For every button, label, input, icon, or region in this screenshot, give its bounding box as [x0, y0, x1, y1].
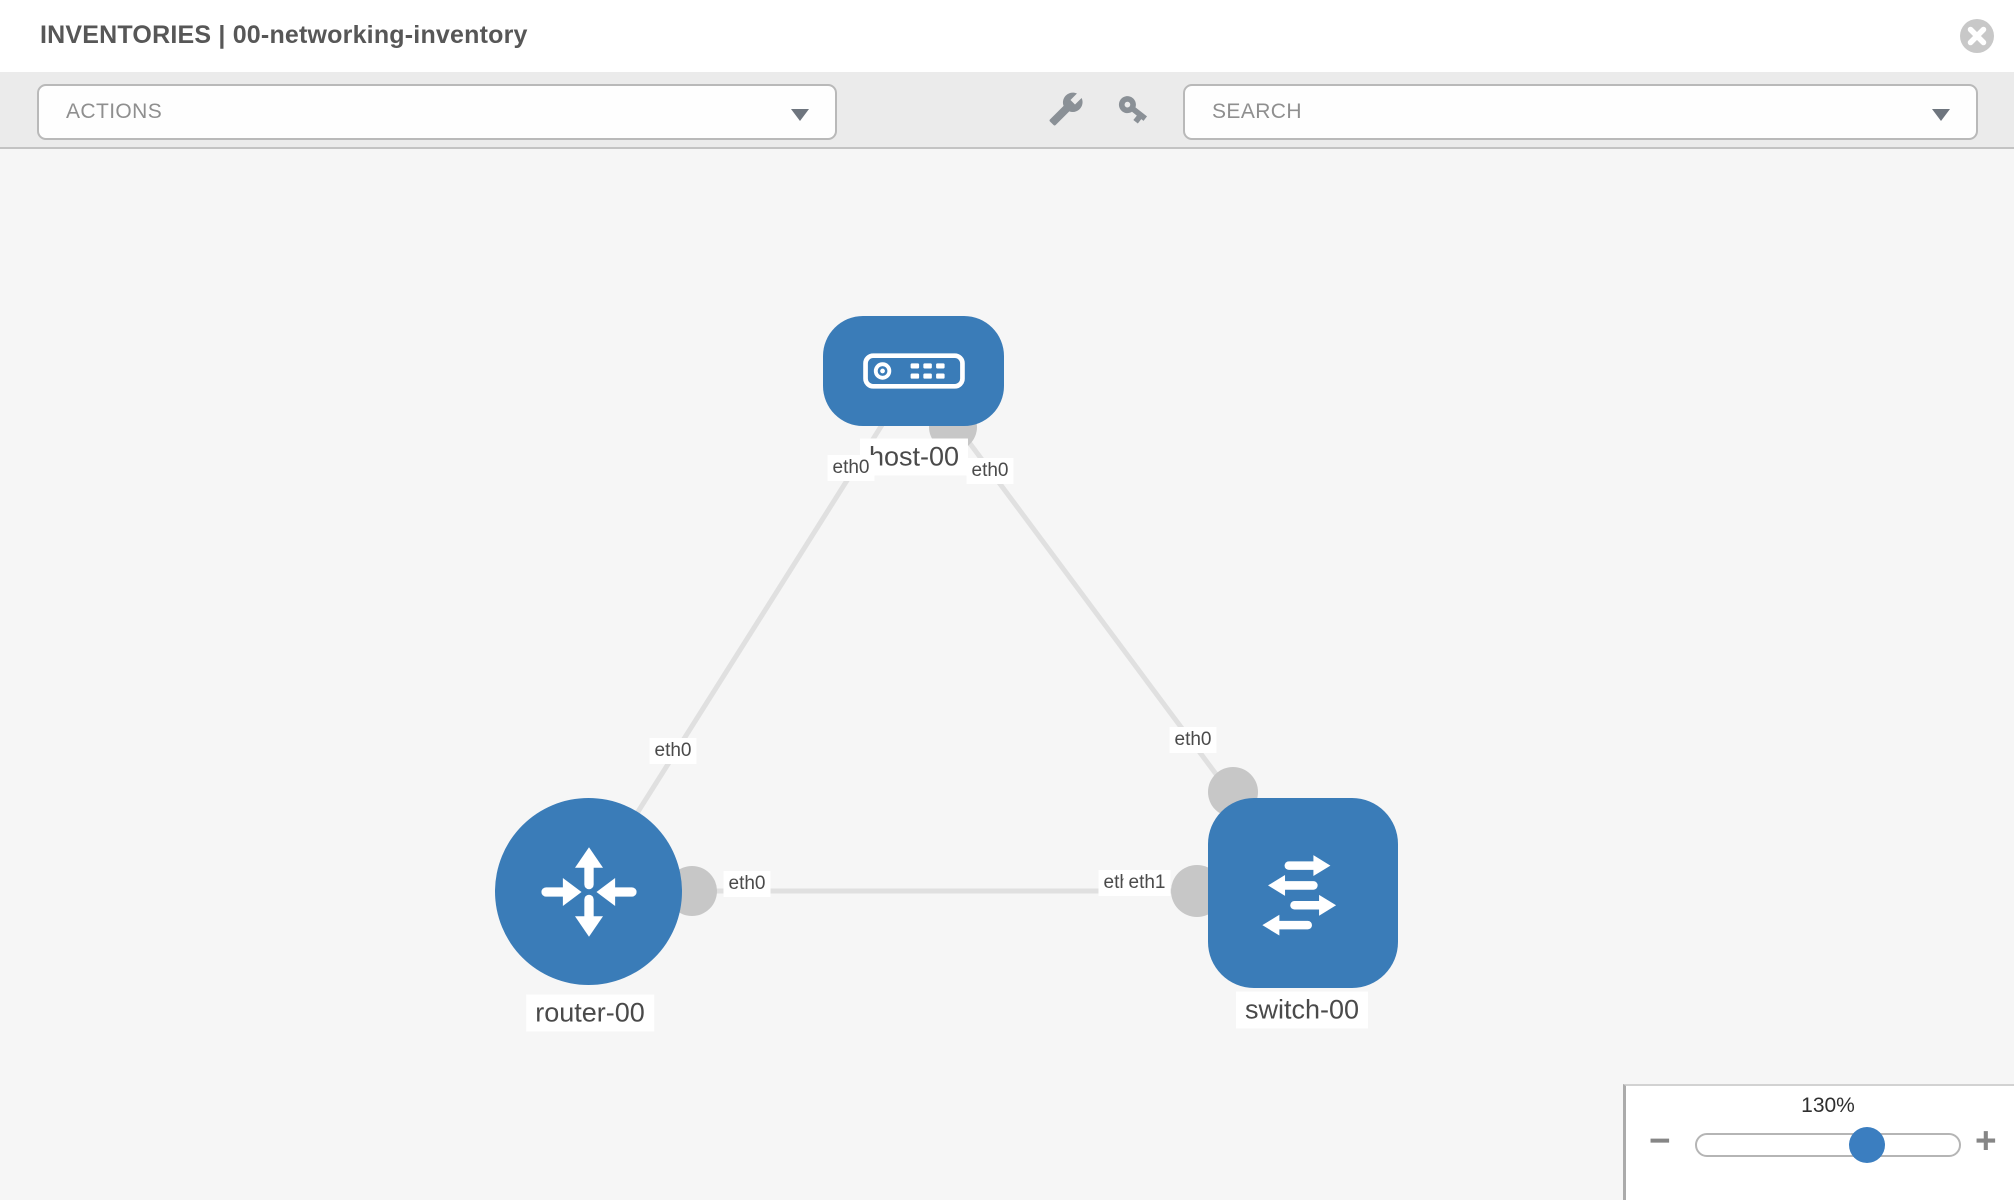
host-icon	[862, 353, 965, 389]
node-label-switch-00: switch-00	[1235, 991, 1369, 1029]
port-label-router-eth0-top: eth0	[649, 738, 697, 764]
close-icon	[1960, 19, 1994, 53]
topology-edges-layer	[585, 369, 1306, 917]
zoom-in-button[interactable]: +	[1975, 1120, 1997, 1161]
router-icon	[540, 846, 637, 937]
zoom-slider-knob[interactable]	[1849, 1127, 1885, 1163]
chevron-down-icon	[791, 109, 809, 121]
wrench-icon	[1049, 92, 1083, 126]
page-title: INVENTORIES | 00-networking-inventory	[40, 21, 528, 49]
node-switch-00[interactable]	[1208, 798, 1398, 988]
port-label-switch-eth1: eth1	[1123, 870, 1171, 896]
search-dropdown[interactable]: SEARCH	[1183, 84, 1978, 140]
port-label-host-eth0-right: eth0	[966, 458, 1014, 484]
node-host-00[interactable]	[823, 316, 1004, 426]
actions-dropdown[interactable]: ACTIONS	[37, 84, 837, 140]
node-router-00[interactable]	[495, 798, 682, 985]
wrench-button[interactable]	[1047, 91, 1085, 129]
port-label-host-eth0-left: eth0	[827, 455, 875, 481]
key-button[interactable]	[1114, 91, 1152, 129]
close-button[interactable]	[1959, 18, 1995, 54]
topology-canvas[interactable]: host-00 router-00 switch-00 eth0 eth0 et…	[0, 149, 2014, 1200]
zoom-level: 130%	[1801, 1094, 1855, 1117]
toolbar: ACTIONS SEARCH	[0, 72, 2014, 149]
zoom-slider-track[interactable]	[1695, 1127, 1961, 1163]
node-label-host-00: host-00	[859, 438, 969, 476]
actions-dropdown-label: ACTIONS	[66, 100, 163, 123]
search-dropdown-label: SEARCH	[1212, 100, 1302, 123]
zoom-panel: 130% − +	[1623, 1084, 2014, 1200]
port-label-switch-eth0-top: eth0	[1169, 727, 1217, 753]
node-label-router-00: router-00	[526, 994, 654, 1032]
zoom-out-button[interactable]: −	[1649, 1120, 1671, 1161]
switch-icon	[1262, 855, 1337, 936]
title-bar: INVENTORIES | 00-networking-inventory	[0, 0, 2014, 72]
key-icon	[1118, 95, 1148, 124]
chevron-down-icon	[1932, 109, 1950, 121]
port-label-router-eth0-right: eth0	[723, 871, 771, 897]
